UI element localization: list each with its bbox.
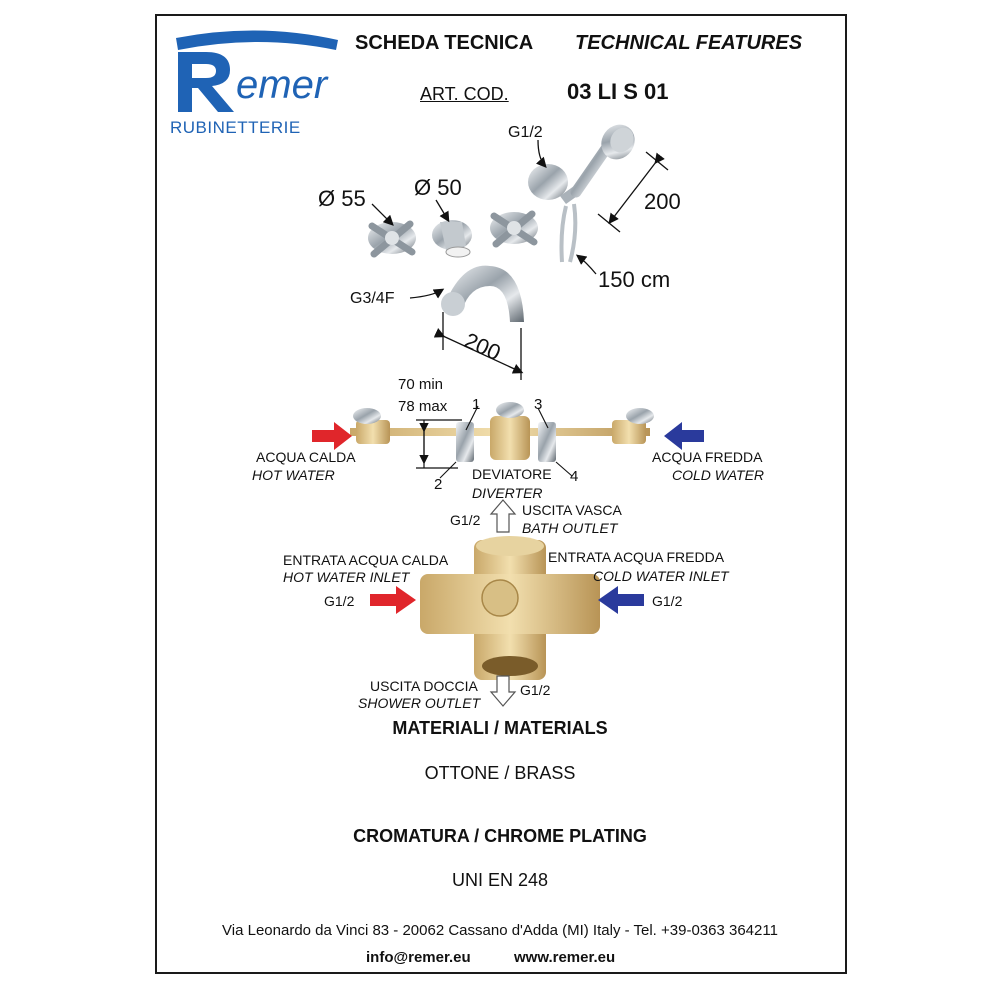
cold-inlet-english: COLD WATER INLET bbox=[593, 568, 729, 584]
position-4-label: 4 bbox=[570, 468, 579, 485]
bath-spout bbox=[441, 265, 524, 322]
standard-value: UNI EN 248 bbox=[451, 870, 549, 890]
plating-heading: CROMATURA / CHROME PLATING bbox=[353, 826, 647, 846]
hot-inlet-thread: G1/2 bbox=[324, 593, 355, 609]
remer-logo: emer bbox=[168, 28, 348, 138]
company-address: Via Leonardo da Vinci 83 - 20062 Cassano… bbox=[222, 922, 778, 939]
spacing-min-label: 70 min bbox=[398, 376, 444, 393]
art-code-label: ART. COD. bbox=[420, 84, 509, 104]
handle-middle bbox=[432, 220, 472, 258]
cold-water-italian: ACQUA FREDDA bbox=[652, 449, 763, 465]
hot-inlet-italian: ENTRATA ACQUA CALDA bbox=[283, 552, 449, 568]
bath-outlet-thread: G1/2 bbox=[450, 512, 481, 528]
materials-heading: MATERIALI / MATERIALS bbox=[392, 718, 608, 738]
cold-inlet-italian: ENTRATA ACQUA FREDDA bbox=[548, 549, 725, 565]
title-italian: SCHEDA TECNICA bbox=[355, 32, 534, 54]
shower-thread-label: G1/2 bbox=[508, 124, 543, 141]
bath-outlet-english: BATH OUTLET bbox=[522, 520, 618, 536]
position-3-label: 3 bbox=[534, 396, 543, 413]
shower-set bbox=[528, 124, 635, 263]
handle-left bbox=[368, 220, 416, 258]
shower-length-label: 200 bbox=[644, 189, 681, 214]
brand-subtitle: RUBINETTERIE bbox=[170, 118, 301, 137]
shower-outlet-thread: G1/2 bbox=[520, 682, 551, 698]
art-code-value: 03 LI S 01 bbox=[567, 79, 669, 104]
handle-left-diameter: Ø 55 bbox=[318, 186, 366, 211]
diverter-italian: DEVIATORE bbox=[472, 466, 552, 482]
company-email[interactable]: info@remer.eu bbox=[366, 949, 471, 966]
handle-right bbox=[490, 210, 538, 248]
company-website[interactable]: www.remer.eu bbox=[514, 949, 616, 966]
material-value: OTTONE / BRASS bbox=[424, 763, 576, 783]
cold-water-english: COLD WATER bbox=[672, 467, 765, 483]
shower-outlet-english: SHOWER OUTLET bbox=[358, 695, 481, 711]
hot-water-italian: ACQUA CALDA bbox=[256, 449, 356, 465]
bath-outlet-italian: USCITA VASCA bbox=[522, 502, 622, 518]
spacing-max-label: 78 max bbox=[398, 398, 448, 415]
diverter-body bbox=[370, 536, 644, 680]
diverter-english: DIVERTER bbox=[472, 485, 543, 501]
svg-text:emer: emer bbox=[236, 63, 329, 107]
position-1-label: 1 bbox=[472, 396, 481, 413]
hose-length-label: 150 cm bbox=[598, 267, 671, 292]
spout-thread-label: G3/4F bbox=[350, 290, 395, 307]
shower-outlet-italian: USCITA DOCCIA bbox=[370, 678, 478, 694]
hot-water-english: HOT WATER bbox=[252, 467, 335, 483]
handle-middle-diameter: Ø 50 bbox=[414, 175, 462, 200]
technical-sheet bbox=[155, 14, 847, 974]
hot-inlet-english: HOT WATER INLET bbox=[283, 569, 410, 585]
installation-diagram bbox=[312, 402, 704, 479]
cold-inlet-thread: G1/2 bbox=[652, 593, 683, 609]
position-2-label: 2 bbox=[434, 476, 443, 493]
title-english: TECHNICAL FEATURES bbox=[575, 32, 803, 54]
